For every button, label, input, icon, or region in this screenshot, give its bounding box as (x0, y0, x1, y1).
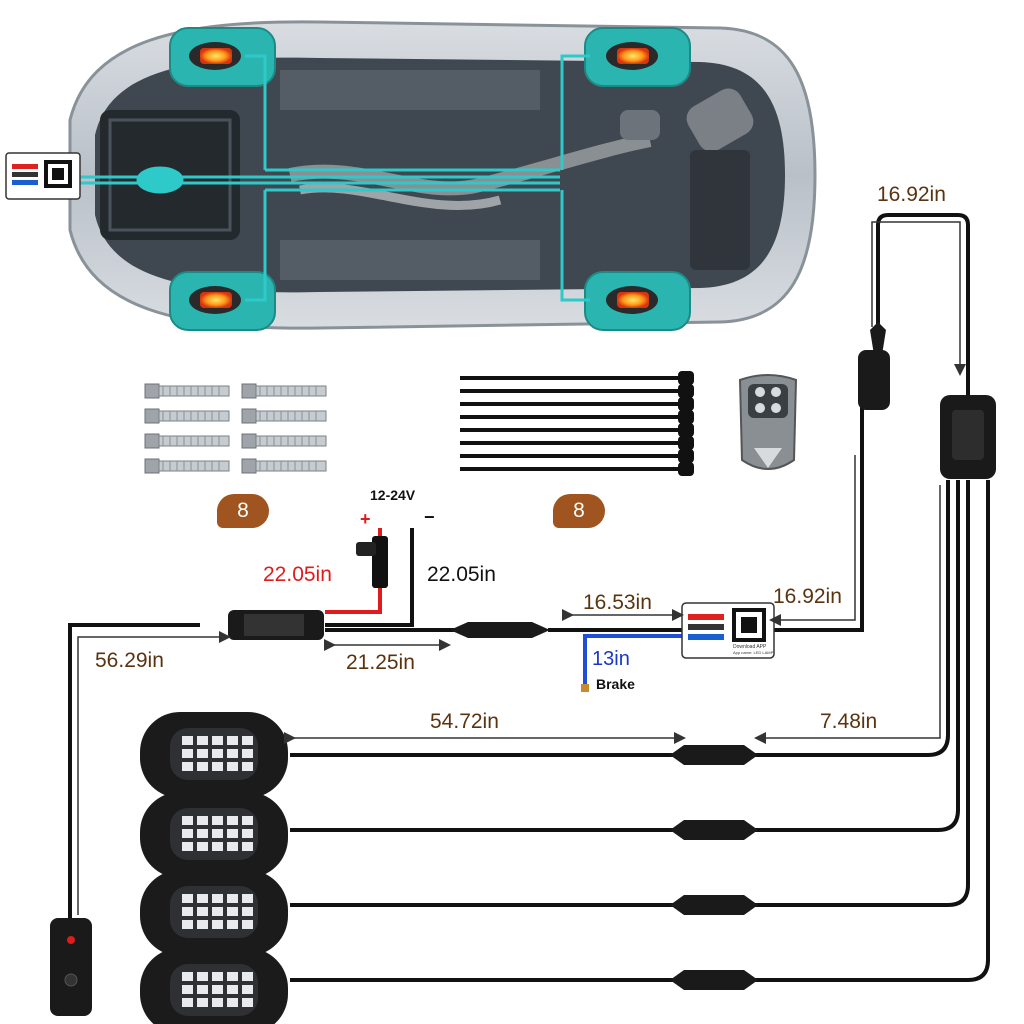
ties-count-badge: 8 (553, 494, 605, 528)
harness-connector (228, 610, 324, 640)
power-switch (50, 918, 92, 1016)
splitter-hub (858, 213, 996, 479)
dim-pod-cable: 54.72in (430, 710, 499, 733)
bolts-count-badge: 8 (217, 494, 269, 528)
wheel-front-right (169, 271, 276, 331)
dim-splitter-branch: 7.48in (820, 710, 878, 733)
car-controller-icon (5, 152, 81, 200)
dim-controller-out: 16.92in (773, 585, 842, 608)
voltage-label: 12-24V (370, 487, 416, 503)
car-underbody (68, 20, 817, 330)
dim-controller-in: 16.53in (583, 591, 652, 614)
led-pod (140, 712, 288, 798)
remote-control (738, 374, 798, 470)
pod-wiring (290, 480, 990, 982)
ties-count: 8 (573, 499, 585, 522)
controller-app-subtext: App name: LED LAMP (733, 650, 774, 655)
plus-sign: + (360, 509, 371, 529)
bolts-count: 8 (237, 499, 249, 522)
dim-power-black: 22.05in (427, 563, 496, 586)
brake-wire (583, 634, 690, 688)
brake-label: Brake (596, 676, 635, 692)
dim-mid-cable: 21.25in (346, 651, 415, 674)
led-pods (140, 712, 288, 1024)
main-harness (68, 400, 864, 935)
controller-app-text: Download APP (733, 644, 767, 650)
bolts-set (144, 383, 327, 474)
controller-box (681, 602, 775, 659)
wheel-rear-left (584, 27, 691, 87)
minus-sign: − (424, 507, 435, 527)
wheel-front-left (169, 27, 276, 87)
bolt (144, 383, 230, 399)
dim-power-red: 22.05in (263, 563, 332, 586)
car-wiring (60, 54, 590, 302)
pod-connectors (670, 745, 758, 990)
dim-brake-length: 13in (592, 648, 630, 670)
zip-ties-set (460, 371, 694, 476)
dimension-lines (77, 221, 966, 915)
dim-switch-lead: 56.29in (95, 649, 164, 672)
power-leads (325, 528, 414, 627)
inline-connector (450, 622, 550, 638)
brake-wire-tip (581, 684, 589, 692)
dim-top-right: 16.92in (877, 183, 946, 206)
wheel-rear-right (584, 271, 691, 331)
